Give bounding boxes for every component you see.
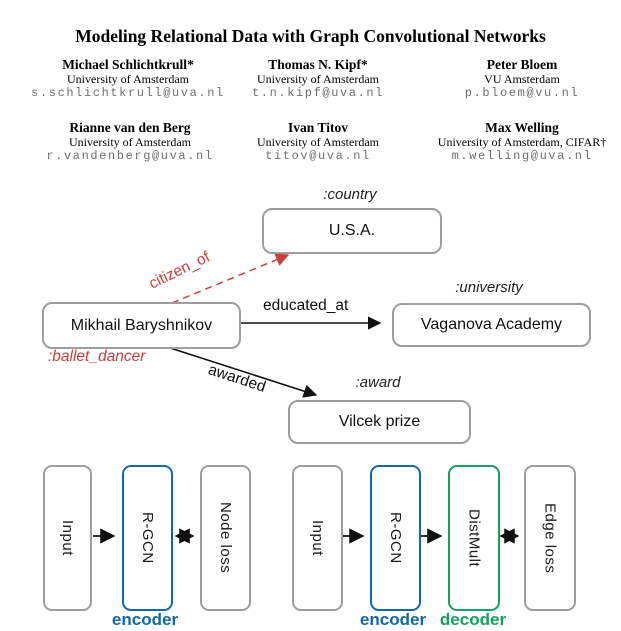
author-name: Peter Bloem	[486, 57, 558, 72]
block-input: Input	[43, 465, 92, 611]
type-label-country: :country	[323, 186, 377, 203]
node-vilcek-prize: Vilcek prize	[288, 400, 471, 444]
author-email: p.bloem@vu.nl	[464, 86, 580, 100]
block-input: Input	[292, 465, 343, 611]
block-label: R-GCN	[387, 512, 404, 564]
type-label-ballet-dancer: :ballet_dancer	[48, 348, 146, 365]
block-rgcn: R-GCN	[370, 465, 421, 611]
edge-label-educated-at: educated_at	[263, 297, 349, 314]
block-label: Input	[59, 520, 76, 556]
author-email: m.welling@uva.nl	[451, 149, 593, 163]
author-name: Max Welling	[485, 120, 559, 135]
type-label-university: :university	[455, 279, 523, 296]
caption-encoder: encoder	[359, 610, 427, 629]
author-block: Peter Bloem VU Amsterdam p.bloem@vu.nl	[402, 57, 621, 101]
author-affiliation: University of Amsterdam	[257, 72, 379, 86]
block-label: Input	[309, 520, 326, 556]
author-affiliation: University of Amsterdam	[69, 135, 191, 149]
block-label: DistMult	[465, 508, 483, 568]
edge-label-awarded: awarded	[205, 361, 268, 396]
block-label: Edge loss	[541, 502, 559, 574]
block-label: R-GCN	[139, 512, 156, 564]
node-usa: U.S.A.	[262, 208, 442, 254]
author-block: Thomas N. Kipf* University of Amsterdam …	[198, 57, 438, 101]
block-node-loss: Node loss	[200, 465, 251, 611]
author-email: s.schlichtkrull@uva.nl	[31, 86, 225, 100]
edge-label-citizen-of: citizen_of	[146, 248, 213, 293]
author-block: Michael Schlichtkrull* University of Ams…	[8, 57, 248, 101]
author-name: Rianne van den Berg	[69, 120, 191, 135]
author-affiliation: VU Amsterdam	[484, 72, 560, 86]
author-email: r.vandenberg@uva.nl	[46, 149, 214, 163]
caption-encoder: encoder	[111, 610, 179, 629]
paper-title: Modeling Relational Data with Graph Conv…	[75, 26, 546, 46]
block-rgcn: R-GCN	[122, 465, 173, 611]
author-block: Rianne van den Berg University of Amster…	[10, 120, 250, 164]
author-name: Michael Schlichtkrull*	[62, 57, 194, 72]
type-label-award: :award	[355, 374, 401, 391]
block-edge-loss: Edge loss	[524, 465, 576, 611]
author-affiliation: University of Amsterdam, CIFAR†	[437, 135, 607, 149]
author-block: Ivan Titov University of Amsterdam titov…	[198, 120, 438, 164]
node-mikhail-baryshnikov: Mikhail Baryshnikov	[42, 302, 241, 349]
author-affiliation: University of Amsterdam	[257, 135, 379, 149]
author-email: t.n.kipf@uva.nl	[251, 86, 385, 100]
author-block: Max Welling University of Amsterdam, CIF…	[402, 120, 621, 164]
author-email: titov@uva.nl	[265, 149, 371, 163]
caption-decoder: decoder	[439, 610, 507, 629]
block-distmult: DistMult	[448, 465, 500, 611]
author-name: Ivan Titov	[288, 120, 348, 135]
author-name: Thomas N. Kipf*	[268, 57, 368, 72]
node-vaganova-academy: Vaganova Academy	[392, 303, 591, 347]
author-affiliation: University of Amsterdam	[67, 72, 189, 86]
block-label: Node loss	[217, 502, 234, 574]
